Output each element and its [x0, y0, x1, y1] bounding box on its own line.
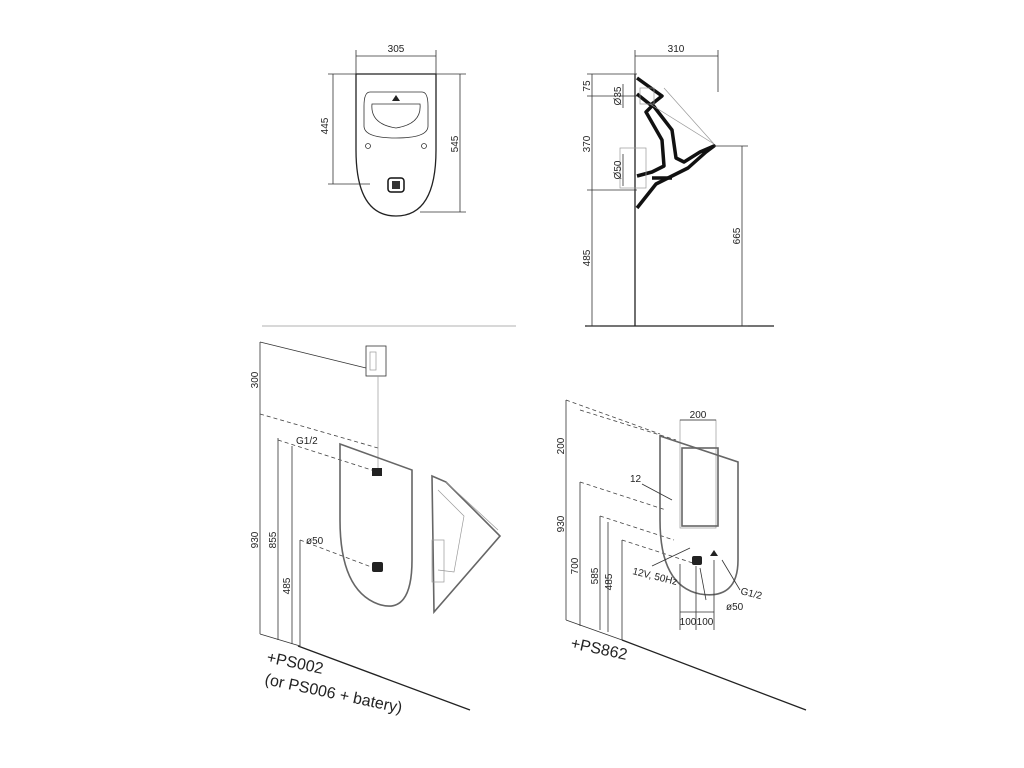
drain-icon-ps862 — [692, 556, 702, 565]
inlet-triangle-icon — [710, 550, 718, 556]
ps862-spacing-right: 100 — [697, 617, 714, 628]
install-ps862: 200 100 100 200 930 700 585 485 12 12V, … — [556, 399, 807, 711]
ps862-dim-930: 930 — [556, 515, 567, 532]
side-view: 310 75 370 485 Ø35 Ø50 665 — [582, 44, 774, 327]
ps862-outlet-label: ø50 — [726, 602, 744, 613]
ps862-spacing-left: 100 — [680, 617, 697, 628]
ps862-inlet-label: G1/2 — [739, 586, 763, 602]
drain-icon-ps002 — [372, 562, 383, 572]
front-height-upper-label: 445 — [320, 117, 331, 134]
urinal-front-outline — [355, 73, 437, 217]
ps002-dim-300: 300 — [250, 371, 261, 388]
ps862-dim-700: 700 — [570, 557, 581, 574]
side-dim-mid-label: 370 — [582, 135, 593, 152]
urinal-iso-outline — [339, 442, 413, 607]
ps862-power-label: 12V, 50Hz — [631, 566, 678, 588]
ps002-outlet-label: ø50 — [306, 536, 324, 547]
front-width-label: 305 — [388, 44, 405, 55]
ps862-dim-585: 585 — [590, 567, 601, 584]
front-view: 305 445 545 — [320, 44, 466, 217]
front-height-total-label: 545 — [450, 135, 461, 152]
ps002-inlet-label: G1/2 — [296, 436, 318, 447]
side-dim-top-label: 75 — [582, 80, 593, 92]
ps002-dim-855: 855 — [268, 531, 279, 548]
sensor-icon — [392, 95, 400, 101]
urinal-ps862-outline — [659, 434, 739, 596]
ps862-dim-12: 12 — [630, 474, 642, 485]
ps862-width-200: 200 — [690, 410, 707, 421]
side-dim-bottom-label: 485 — [582, 249, 593, 266]
ps002-dim-485: 485 — [282, 577, 293, 594]
install-ps002: 300 930 855 485 G1/2 ø50 +PS002 (or PS00… — [250, 341, 502, 717]
ps862-dim-200-v: 200 — [556, 437, 567, 454]
side-depth-label: 310 — [668, 44, 685, 55]
ps002-dim-930: 930 — [250, 531, 261, 548]
side-height-label: 665 — [732, 227, 743, 244]
side-outlet-label: Ø50 — [613, 160, 624, 179]
urinal-side-profile — [635, 76, 716, 210]
inlet-icon — [372, 468, 382, 476]
side-inlet-label: Ø35 — [613, 86, 624, 105]
ps862-dim-485: 485 — [604, 573, 615, 590]
